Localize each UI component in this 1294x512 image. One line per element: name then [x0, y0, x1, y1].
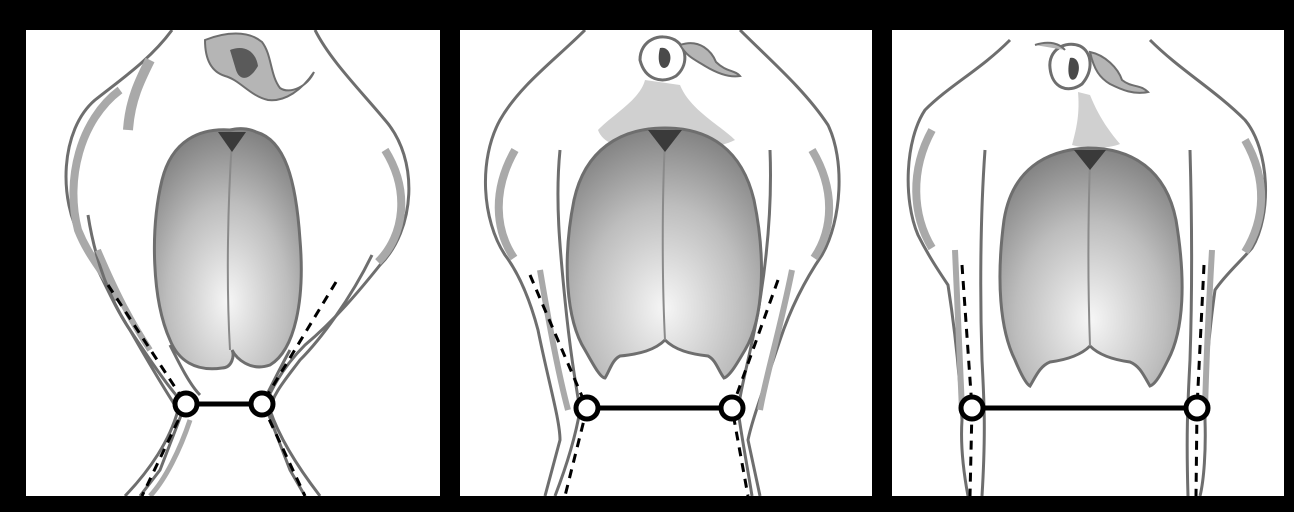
left-hock-marker [175, 393, 197, 415]
panel-2 [460, 30, 872, 496]
left-hock-marker [961, 397, 983, 419]
panel-3 [892, 30, 1284, 496]
right-hock-marker [251, 393, 273, 415]
right-hock-marker [721, 397, 743, 419]
right-hock-marker [1186, 397, 1208, 419]
panel-1 [26, 30, 440, 496]
left-hock-marker [576, 397, 598, 419]
